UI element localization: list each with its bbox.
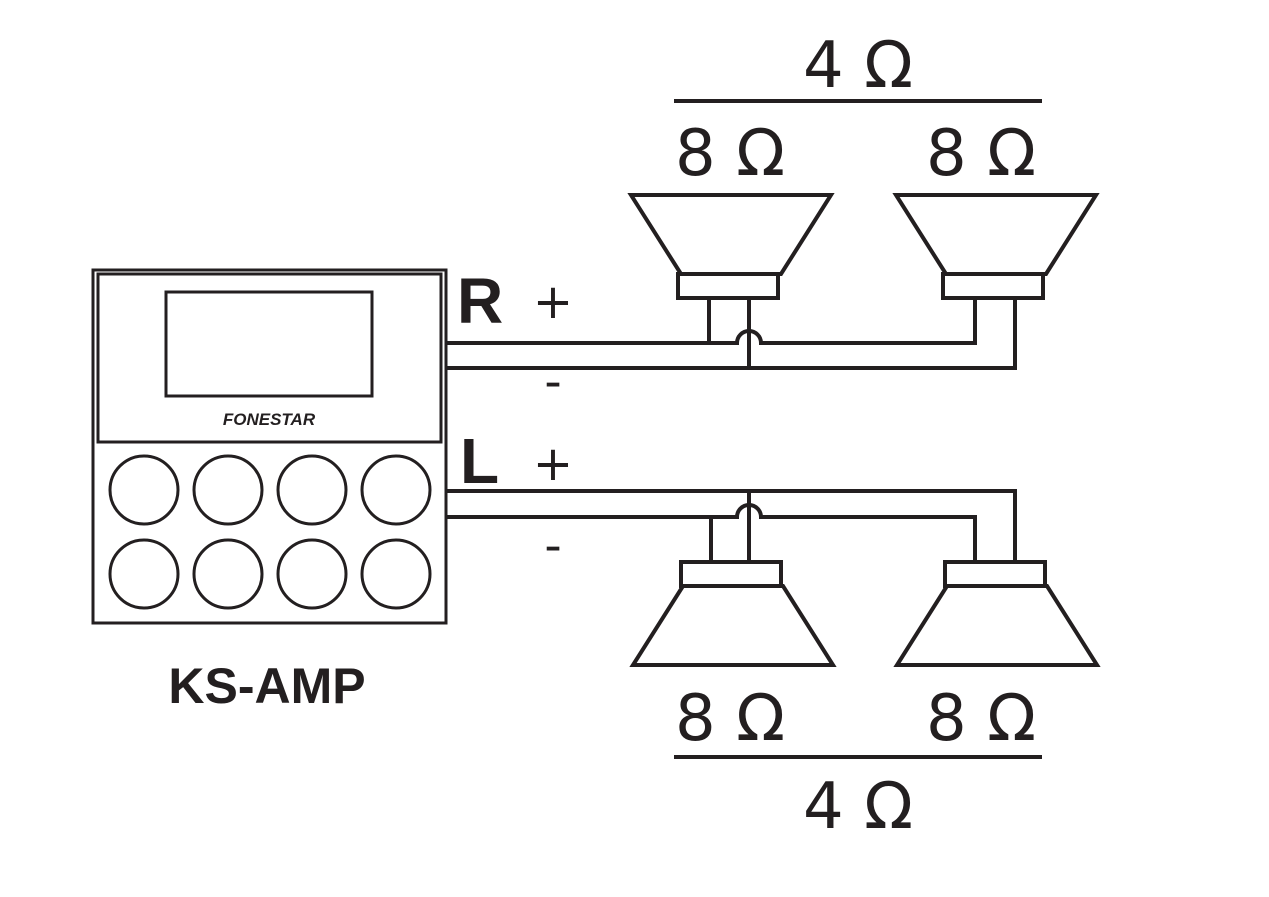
amplifier-button xyxy=(192,454,264,526)
left-channel-label: L xyxy=(460,425,499,497)
right-speaker-1-impedance: 8 Ω xyxy=(675,117,785,191)
right-total-impedance: 4 Ω xyxy=(803,29,913,103)
left-total-impedance: 4 Ω xyxy=(803,770,913,844)
model-label: KS-AMP xyxy=(168,658,365,714)
right-channel-label: R xyxy=(457,265,503,337)
amplifier-top-panel xyxy=(96,272,443,444)
brand-logo: FONESTAR xyxy=(223,410,316,429)
speaker-magnet xyxy=(943,560,1047,588)
left-plus-label: + xyxy=(533,436,573,492)
right-speaker-2 xyxy=(892,193,1100,300)
amplifier-button xyxy=(360,538,432,610)
amplifier-display xyxy=(164,290,374,398)
speaker-magnet xyxy=(676,272,780,300)
speaker-cone xyxy=(629,584,837,667)
left-wiring xyxy=(446,489,1017,562)
speaker-cone xyxy=(892,193,1100,276)
right-minus-wire xyxy=(446,298,1017,370)
left-minus-label: - xyxy=(544,518,561,574)
left-speaker-2 xyxy=(893,560,1101,667)
speaker-magnet xyxy=(679,560,783,588)
amplifier-button xyxy=(276,454,348,526)
right-speaker-1 xyxy=(627,193,835,300)
left-speaker-2-impedance: 8 Ω xyxy=(926,682,1036,756)
left-speaker-1 xyxy=(629,560,837,667)
amplifier-body xyxy=(91,268,448,625)
amplifier-button xyxy=(108,538,180,610)
speaker-magnet xyxy=(941,272,1045,300)
left-plus-wire xyxy=(446,489,1017,562)
right-plus-wire xyxy=(446,298,977,345)
left-speaker-1-impedance: 8 Ω xyxy=(675,682,785,756)
right-plus-label: + xyxy=(533,274,573,330)
amplifier-button xyxy=(192,538,264,610)
amplifier-button xyxy=(360,454,432,526)
amplifier-button xyxy=(108,454,180,526)
amplifier-unit: FONESTAR xyxy=(91,268,448,625)
speaker-cone xyxy=(893,584,1101,667)
left-minus-wire xyxy=(446,503,977,562)
amplifier-buttons xyxy=(108,454,432,610)
speaker-cone xyxy=(627,193,835,276)
right-wiring xyxy=(446,298,1017,370)
amplifier-button xyxy=(276,538,348,610)
right-speaker-2-impedance: 8 Ω xyxy=(926,117,1036,191)
right-minus-label: - xyxy=(544,354,561,410)
